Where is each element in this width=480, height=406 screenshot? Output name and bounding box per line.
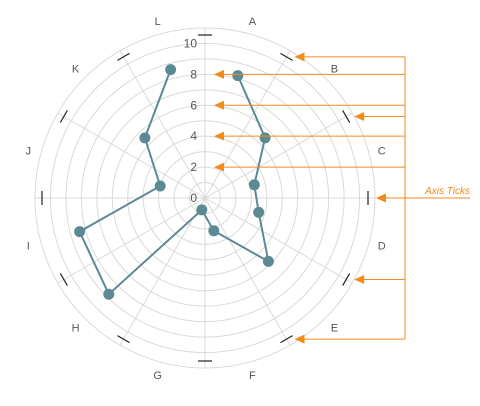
annotation-arrow [354, 112, 365, 121]
category-label: C [378, 146, 386, 158]
annotation-arrow [294, 334, 305, 344]
category-labels: A B C D E F G H I J K L [25, 16, 385, 382]
annotation-arrow [214, 69, 224, 79]
grid-spoke [204, 197, 353, 284]
annotation-label: Axis Ticks [424, 186, 470, 197]
data-point [196, 204, 208, 216]
category-label: H [72, 322, 80, 334]
axis-tick-mark [59, 110, 68, 123]
axis-tick-mark [342, 110, 351, 123]
series-group [74, 64, 274, 300]
data-point [74, 226, 86, 238]
grid-spokes [35, 28, 375, 368]
axis-tick-mark [117, 335, 130, 344]
data-point [259, 132, 271, 144]
category-label: K [72, 64, 80, 76]
radial-tick-label: 4 [190, 129, 197, 143]
annotation-arrow [214, 131, 224, 141]
category-label: D [378, 240, 386, 252]
category-label: J [25, 146, 31, 158]
data-point [232, 70, 244, 82]
category-label: I [27, 240, 30, 252]
annotation-arrow [214, 162, 224, 172]
data-point [208, 225, 220, 237]
category-label: A [249, 16, 257, 28]
annotation-arrow [376, 193, 386, 203]
axis-ticks [41, 34, 369, 362]
grid-spoke [119, 197, 206, 346]
data-point [253, 206, 265, 218]
category-label: E [331, 322, 338, 334]
axis-tick-mark [280, 335, 293, 344]
radial-tick-label: 6 [190, 98, 197, 112]
grid-spoke [57, 112, 206, 199]
category-label: G [153, 370, 162, 382]
category-label: L [155, 16, 161, 28]
category-label: F [249, 370, 256, 382]
axis-tick-mark [117, 52, 130, 61]
data-point [103, 288, 115, 300]
grid-spoke [204, 112, 353, 199]
data-point [139, 132, 151, 144]
category-label: B [331, 64, 338, 76]
radial-tick-labels: 0 2 4 6 8 10 [184, 36, 198, 205]
axis-ticks-annotation: Axis Ticks [214, 52, 470, 344]
radial-tick-label: 2 [190, 160, 197, 174]
data-point [248, 179, 260, 191]
data-point [154, 180, 166, 192]
axis-tick-mark [59, 273, 68, 286]
series-line [78, 69, 270, 296]
annotation-arrow [294, 52, 305, 62]
grid-spoke [204, 50, 291, 199]
annotation-arrow [214, 100, 224, 110]
annotation-arrow [354, 275, 365, 284]
axis-tick-mark [342, 273, 351, 286]
data-point [262, 255, 274, 267]
grid-spoke [204, 197, 291, 346]
axis-tick-mark [280, 52, 293, 61]
radial-tick-label: 8 [190, 67, 197, 81]
grid-spoke [119, 50, 206, 199]
grid-spoke [57, 197, 206, 284]
radial-tick-label: 0 [190, 191, 197, 205]
data-point [165, 64, 177, 76]
radial-tick-label: 10 [184, 36, 198, 50]
